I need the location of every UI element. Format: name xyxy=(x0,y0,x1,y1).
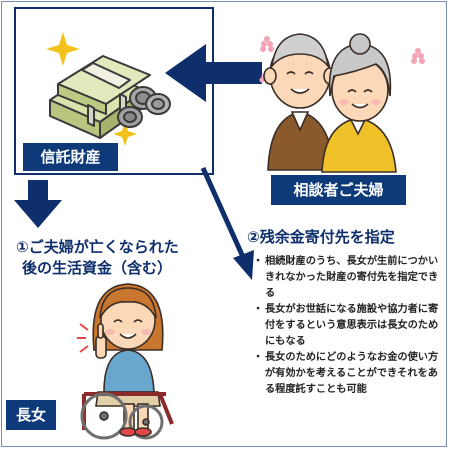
sparkle-icon xyxy=(113,122,137,146)
arrow-diagonal-icon xyxy=(200,166,254,280)
sparkle-icon xyxy=(46,32,80,66)
money-stack-icon xyxy=(49,55,151,139)
bullet-item: 相続財産のうち、長女が生前につかいきれなかった財産の寄付先を指定できる xyxy=(253,254,446,302)
living-funds-heading: ①ご夫婦が亡くなられた 後の生活資金（含む） xyxy=(16,237,179,279)
living-funds-heading-line1: ①ご夫婦が亡くなられた xyxy=(16,238,179,256)
remaining-assets-heading: ②残余金寄付先を指定 xyxy=(247,228,395,246)
arrow-down-icon xyxy=(14,180,62,228)
living-funds-heading-line2: 後の生活資金（含む） xyxy=(22,259,173,277)
arrow-left-icon xyxy=(165,44,262,102)
daughter-wheelchair-illustration xyxy=(77,283,174,440)
trust-property-label: 信託財産 xyxy=(23,143,118,171)
elderly-couple-illustration xyxy=(263,33,397,173)
daughter-label: 長女 xyxy=(6,400,56,430)
bullet-list: 相続財産のうち、長女が生前につかいきれなかった財産の寄付先を指定できる 長女がお… xyxy=(253,254,446,398)
bullet-item: 長女がお世話になる施設や協力者に寄付をするという意思表示は長女のためにもなる xyxy=(253,302,446,350)
couple-label: 相談者ご夫婦 xyxy=(271,175,406,205)
coins-icon xyxy=(117,86,171,128)
bullet-item: 長女のためにどのようなお金の使い方が有効かを考えることができそれをある程度託すこ… xyxy=(253,350,446,398)
